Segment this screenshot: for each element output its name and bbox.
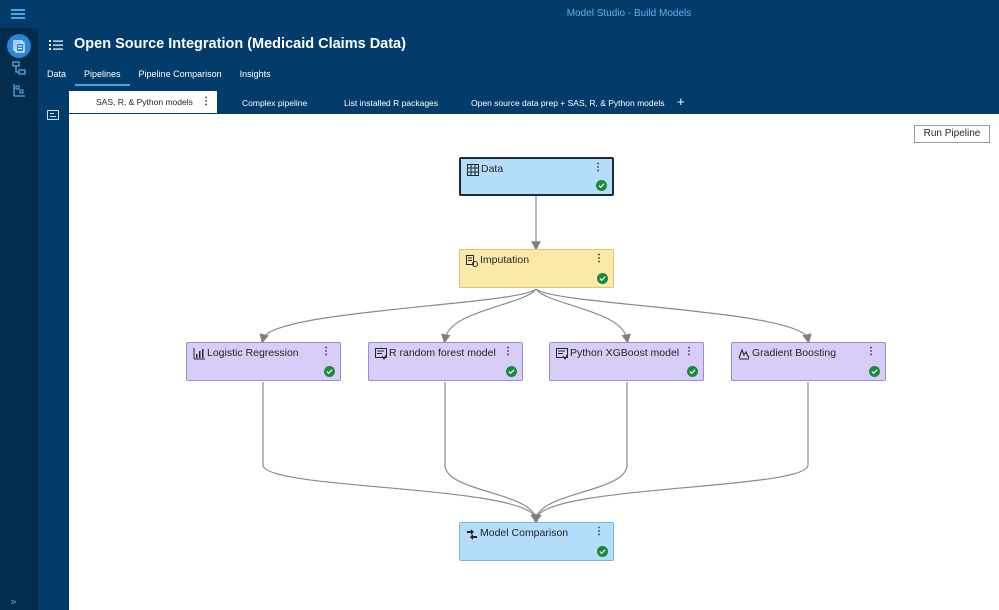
app-title: Model Studio - Build Models [566,8,692,19]
tab-pipelines[interactable]: Pipelines [75,64,130,86]
pipeline-tab-r-packages[interactable]: List installed R packages [344,98,439,108]
pipeline-tabs: SAS, R, & Python models ⋮ Complex pipeli… [69,86,999,114]
hamburger-menu-icon[interactable] [11,7,25,21]
pipeline-tab-sas-r-python[interactable]: SAS, R, & Python models ⋮ [69,91,217,113]
node-imputation[interactable]: Imputation ⋮ [459,249,614,288]
success-check-icon [597,546,608,557]
success-check-icon [869,366,880,377]
regression-icon [193,348,205,360]
run-pipeline-button[interactable]: Run Pipeline [914,125,990,143]
comparison-icon [467,529,477,540]
list-icon[interactable] [49,39,63,51]
node-label: Python XGBoost model [570,347,680,359]
success-check-icon [597,273,608,284]
node-label: R random forest model [389,347,496,359]
left-rail: » [0,28,38,610]
code-node-icon [556,348,568,360]
imputation-icon [466,255,478,267]
node-label: Imputation [480,254,530,266]
success-check-icon [506,366,517,377]
tab-pipeline-comparison[interactable]: Pipeline Comparison [138,69,222,79]
table-icon [467,164,479,176]
tab-data[interactable]: Data [47,69,67,79]
node-data[interactable]: Data ⋮ [459,157,614,196]
node-menu-icon[interactable]: ⋮ [593,162,603,173]
node-panel-icon[interactable] [47,110,59,120]
tab-insights[interactable]: Insights [239,69,271,79]
boosting-icon [738,348,750,360]
add-pipeline-icon[interactable]: + [677,94,685,109]
node-menu-icon[interactable]: ⋮ [321,346,331,357]
node-panel-rail [38,86,69,610]
code-node-icon [375,348,387,360]
node-python-xgboost[interactable]: Python XGBoost model ⋮ [549,342,704,381]
expand-rail-icon[interactable]: » [10,595,17,608]
node-menu-icon[interactable]: ⋮ [503,346,513,357]
node-model-comparison[interactable]: Model Comparison ⋮ [459,522,614,561]
model-manager-icon[interactable] [7,78,31,102]
node-menu-icon[interactable]: ⋮ [866,346,876,357]
project-header: Open Source Integration (Medicaid Claims… [38,28,999,86]
node-menu-icon[interactable]: ⋮ [594,526,604,537]
success-check-icon [324,366,335,377]
node-gradient-boosting[interactable]: Gradient Boosting ⋮ [731,342,886,381]
node-label: Logistic Regression [207,347,299,359]
pipeline-tab-open-source[interactable]: Open source data prep + SAS, R, & Python… [471,98,665,108]
pipelines-icon[interactable] [7,56,31,80]
more-options-icon[interactable]: ⋮ [201,96,211,107]
node-logistic-regression[interactable]: Logistic Regression ⋮ [186,342,341,381]
success-check-icon [596,180,607,191]
success-check-icon [687,366,698,377]
node-r-random-forest[interactable]: R random forest model ⋮ [368,342,523,381]
project-tabs: Data Pipelines Pipeline Comparison Insig… [38,64,280,86]
node-menu-icon[interactable]: ⋮ [684,346,694,357]
node-label: Model Comparison [480,527,569,539]
node-label: Data [481,163,504,175]
pipeline-tab-complex[interactable]: Complex pipeline [242,98,308,108]
node-label: Gradient Boosting [752,347,837,359]
node-menu-icon[interactable]: ⋮ [594,253,604,264]
projects-icon[interactable] [7,34,31,58]
app-bar: Model Studio - Build Models [0,0,999,28]
pipeline-tab-label: SAS, R, & Python models [96,97,193,107]
page-title: Open Source Integration (Medicaid Claims… [74,36,406,52]
